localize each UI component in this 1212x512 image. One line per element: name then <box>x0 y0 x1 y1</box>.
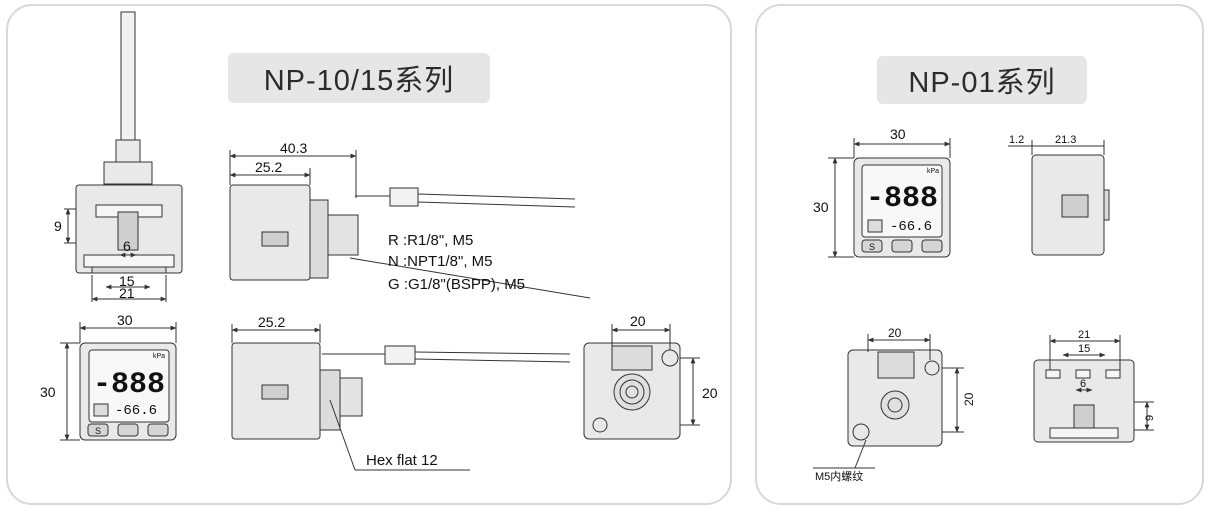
left-dim-20-h: 20 <box>702 385 718 401</box>
left-dim-9: 9 <box>54 218 62 234</box>
left-dim-15: 15 <box>119 273 135 289</box>
left-side-view-top <box>229 184 576 281</box>
thread-note-r: R :R1/8", M5 <box>388 232 474 249</box>
thread-note-n: N :NPT1/8", M5 <box>388 253 493 270</box>
left-side-view-connector <box>75 11 183 274</box>
right-side-view <box>1031 154 1110 256</box>
left-front-display-unit <box>79 342 177 441</box>
thread-note-g: G :G1/8"(BSPP), M5 <box>388 276 526 293</box>
left-lcd-unit: kPa <box>153 353 165 360</box>
right-lcd-main: -888 <box>866 182 938 216</box>
left-dim-6: 6 <box>123 238 131 254</box>
left-side-view-bottom <box>231 342 571 440</box>
left-dim-30-h: 30 <box>40 384 56 400</box>
left-lcd-main: -888 <box>93 368 165 402</box>
right-dim-20-h: 20 <box>962 392 976 406</box>
right-dim-9: 9 <box>1144 415 1156 421</box>
left-dim-40-3: 40.3 <box>280 140 307 156</box>
right-m5-note: M5内螺纹 <box>815 469 863 483</box>
left-back-view <box>583 342 681 440</box>
right-dim-21-3: 21.3 <box>1055 134 1076 146</box>
right-btn-s: S <box>869 242 875 252</box>
right-dim-30-w: 30 <box>890 126 906 142</box>
left-dim-20-w: 20 <box>630 313 646 329</box>
right-front-display-unit <box>853 157 951 258</box>
right-bottom-view <box>1033 359 1135 443</box>
right-dim-21: 21 <box>1078 329 1090 341</box>
right-back-view <box>847 349 943 447</box>
right-dim-15: 15 <box>1078 343 1090 355</box>
left-series-title: NP-10/15系列 <box>228 53 490 103</box>
right-dim-1-2: 1.2 <box>1009 134 1024 146</box>
right-lcd-unit: kPa <box>927 168 939 175</box>
right-dim-20-w: 20 <box>888 326 902 340</box>
right-dim-30-h: 30 <box>813 199 829 215</box>
right-dim-6: 6 <box>1080 378 1086 390</box>
left-btn-s: S <box>95 426 101 436</box>
right-series-title: NP-01系列 <box>877 56 1087 104</box>
left-dim-25-2-bottom: 25.2 <box>258 314 285 330</box>
left-dim-25-2-top: 25.2 <box>255 159 282 175</box>
left-dim-21: 21 <box>119 285 135 301</box>
left-dim-30-w: 30 <box>117 312 133 328</box>
right-lcd-sub: -66.6 <box>890 219 932 235</box>
hex-flat-note: Hex flat 12 <box>366 452 438 469</box>
left-lcd-sub: -66.6 <box>115 403 157 419</box>
